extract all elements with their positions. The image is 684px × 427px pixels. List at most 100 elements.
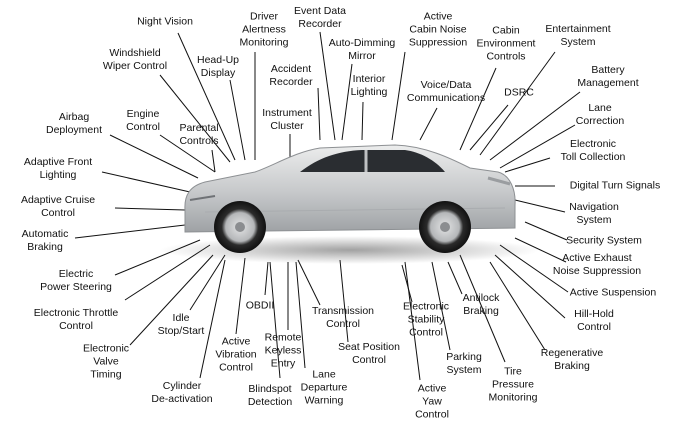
label-line: Environment — [476, 37, 536, 50]
leader-line-obdii — [264, 261, 269, 296]
label-line: Remote — [264, 331, 302, 344]
leader-line-auto-dimming-mirror — [341, 63, 353, 141]
label-line: Electronic — [569, 138, 617, 150]
label-line: Windshield — [109, 47, 161, 59]
label-line: Navigation — [569, 201, 619, 213]
label-line: Entry — [270, 357, 296, 370]
label-line: Adaptive Cruise — [20, 194, 96, 206]
leader-line-electronic-toll-collection — [504, 157, 551, 173]
label-line: System — [446, 364, 482, 376]
label-line: Communications — [406, 92, 486, 104]
label-line: Monitoring — [239, 36, 289, 49]
label-line: Control — [415, 408, 449, 421]
label-line: Head-Up — [196, 54, 240, 66]
leader-line-security-system — [524, 221, 568, 241]
label-line: Seat Position — [338, 341, 400, 353]
label-line: Management — [577, 77, 639, 89]
label-line: Active — [423, 10, 453, 23]
leader-line-blindspot-detection — [269, 261, 281, 379]
label-line: Lane — [312, 368, 336, 381]
leader-line-transmission-control — [297, 259, 321, 306]
leader-line-event-data-recorder — [319, 31, 336, 141]
label-line: Suppression — [408, 36, 468, 49]
label-line: Electronic — [402, 300, 450, 313]
leader-line-cylinder-de-activation — [199, 259, 226, 379]
label-line: System — [576, 214, 612, 226]
label-line: Pressure — [491, 378, 534, 391]
label-line: Automatic — [21, 228, 69, 240]
label-line: Controls — [486, 50, 526, 63]
label-line: Interior — [352, 73, 386, 85]
label-line: Event Data — [294, 5, 346, 17]
label-line: Voice/Data — [420, 79, 472, 91]
label-line: Blindspot — [248, 383, 292, 395]
label-dsrc: DSRC — [504, 87, 534, 100]
label-line: Active Exhaust — [562, 252, 632, 264]
car-windows — [300, 150, 445, 172]
label-line: Auto-Dimming — [328, 37, 396, 49]
label-line: Control — [352, 354, 386, 366]
leader-line-active-exhaust-noise-suppression — [514, 237, 567, 263]
leader-line-lane-departure-warning — [295, 261, 306, 369]
label-line: Accident — [270, 63, 312, 75]
leader-line-hill-hold-control — [494, 254, 566, 319]
label-line: OBDII — [245, 299, 275, 312]
label-line: Display — [200, 67, 236, 79]
label-digital-turn-signals: Digital Turn Signals — [570, 180, 660, 193]
label-line: Noise Suppression — [552, 265, 642, 277]
leader-line-active-yaw-control — [404, 261, 421, 381]
label-line: Detection — [247, 396, 293, 408]
label-line: Stop/Start — [157, 325, 205, 337]
label-line: Engine — [126, 108, 160, 120]
label-line: Braking — [554, 360, 590, 372]
label-line: Parental — [179, 122, 219, 134]
label-line: Instrument — [262, 107, 312, 119]
label-line: Security System — [566, 234, 642, 247]
leader-line-parental-controls — [211, 149, 216, 173]
leader-line-engine-control — [159, 134, 216, 173]
label-line: Adaptive Front — [23, 156, 93, 168]
label-line: Active — [221, 335, 251, 348]
leader-line-interior-lighting — [361, 101, 364, 141]
leader-line-voice-data-communications — [419, 107, 438, 141]
leader-line-cabin-environment-controls — [459, 67, 497, 151]
label-line: Battery — [591, 64, 625, 76]
label-line: Mirror — [348, 50, 376, 62]
label-line: Hill-Hold — [574, 308, 614, 320]
label-line: Tire — [504, 365, 522, 378]
label-line: Cylinder — [162, 380, 202, 392]
label-line: Stability — [407, 313, 445, 326]
label-line: Active Suspension — [569, 286, 657, 299]
leader-line-battery-management — [489, 91, 581, 161]
leader-line-electronic-valve-timing — [129, 254, 214, 346]
label-line: Vibration — [215, 348, 257, 361]
label-obdii: OBDII — [246, 300, 275, 313]
label-line: Electronic — [82, 342, 130, 355]
leader-line-regenerative-braking — [489, 261, 546, 351]
